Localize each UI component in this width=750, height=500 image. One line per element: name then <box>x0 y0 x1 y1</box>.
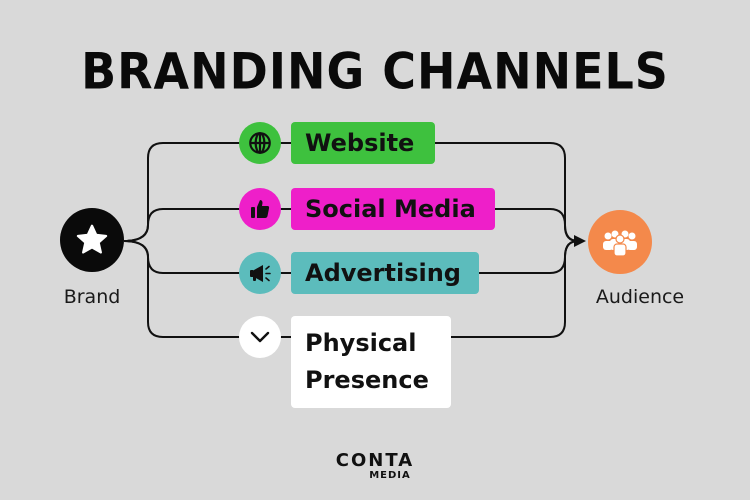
people-icon <box>603 230 637 257</box>
channel-advertising: Advertising <box>291 252 479 294</box>
brand-label: Brand <box>63 286 121 308</box>
megaphone-icon <box>250 265 271 282</box>
channel-website: Website <box>291 122 435 164</box>
audience-node <box>588 210 652 274</box>
chevron-down-icon <box>250 331 270 343</box>
logo-line2: MEDIA <box>369 470 411 481</box>
physical-presence-icon-circle <box>239 316 281 358</box>
logo-line1: CONTA <box>335 450 415 471</box>
globe-icon <box>249 132 271 154</box>
conta-media-logo: CONTA MEDIA <box>0 452 750 482</box>
physical-presence-line1: Physical <box>305 329 417 357</box>
advertising-icon-circle <box>239 252 281 294</box>
channel-physical-presence: Physical Presence <box>291 316 451 408</box>
thumbs-up-icon <box>251 200 270 218</box>
arrowhead <box>574 235 586 247</box>
star-icon <box>76 224 108 254</box>
brand-node <box>60 208 124 272</box>
physical-presence-line2: Presence <box>305 366 429 394</box>
website-icon-circle <box>239 122 281 164</box>
social-media-icon-circle <box>239 188 281 230</box>
audience-label: Audience <box>595 286 685 308</box>
diagram-title: BRANDING CHANNELS <box>81 41 669 101</box>
channel-social-media: Social Media <box>291 188 495 230</box>
